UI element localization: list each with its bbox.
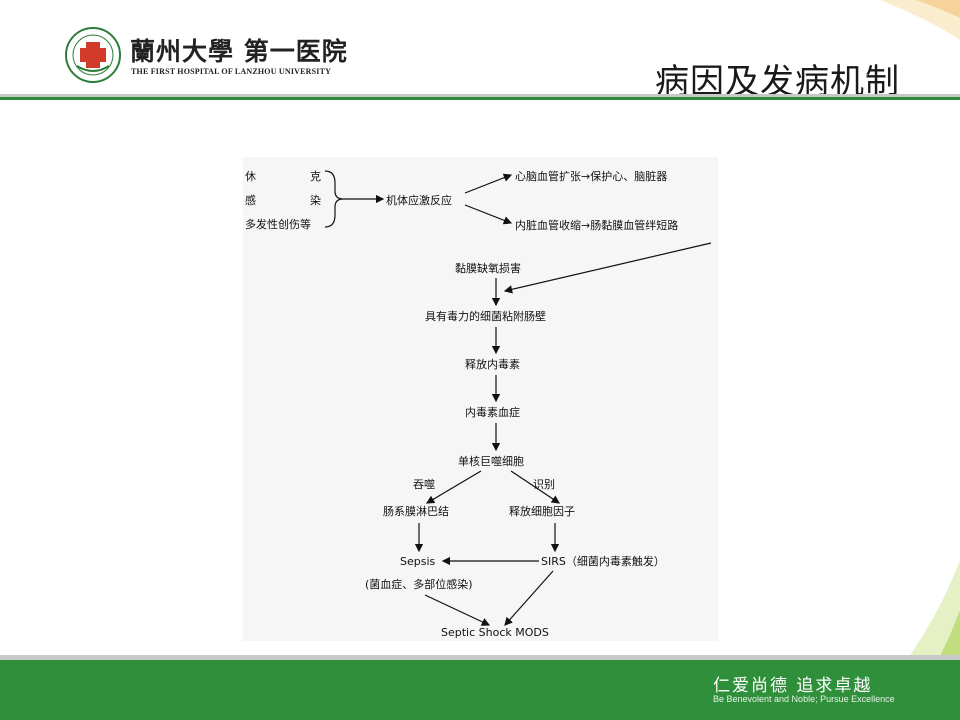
hospital-logo-emblem — [65, 27, 121, 83]
cause-infection-2: 染 — [310, 193, 321, 207]
slide-header: 蘭州大學 第一医院 THE FIRST HOSPITAL OF LANZHOU … — [0, 0, 960, 102]
node-outcome: Septic Shock MODS — [441, 626, 549, 639]
arrow-sepsis-to-outcome — [424, 594, 491, 626]
arrow-sirs-to-outcome — [504, 570, 554, 626]
slide-footer — [0, 660, 960, 720]
node-sepsis: Sepsis — [400, 555, 436, 568]
arrow-to-vasodilation — [464, 173, 513, 194]
arrow-to-mesenteric — [425, 470, 482, 504]
cause-trauma: 多发性创伤等 — [245, 217, 311, 231]
cause-brace — [324, 170, 344, 228]
decorative-corner-shapes — [860, 0, 960, 720]
edge-label-phagocytosis: 吞噬 — [413, 477, 435, 491]
cause-infection-1: 感 — [245, 194, 256, 207]
header-divider-gray — [0, 94, 960, 97]
step-mucosal-hypoxia: 黏膜缺氧损害 — [455, 261, 521, 275]
arrow-to-vasoconstriction — [464, 204, 513, 225]
step-endotoxin-release: 释放内毒素 — [465, 357, 520, 371]
branch-vasoconstriction: 内脏血管收缩→肠黏膜血管绊短路 — [515, 218, 678, 232]
node-mesenteric-lymph: 肠系膜淋巴结 — [383, 505, 449, 518]
edge-label-recognition: 识别 — [533, 478, 555, 491]
pathogenesis-flowchart: 休 克 感 染 多发性创伤等 机体应激反应 心脑血管扩张→保护心、脑脏器 内脏血… — [243, 157, 718, 641]
footer-divider — [0, 655, 960, 660]
stress-response: 机体应激反应 — [386, 193, 452, 207]
motto-cn: 仁爱尚德 追求卓越 — [713, 676, 873, 696]
hospital-name-en: THE FIRST HOSPITAL OF LANZHOU UNIVERSITY — [131, 67, 332, 76]
cause-shock-2: 克 — [310, 170, 321, 183]
step-macrophage: 单核巨噬细胞 — [458, 454, 524, 468]
flowchart-canvas: 休 克 感 染 多发性创伤等 机体应激反应 心脑血管扩张→保护心、脑脏器 内脏血… — [245, 169, 712, 639]
sepsis-note: (菌血症、多部位感染) — [365, 577, 473, 591]
arrow-shunt-to-mucosa — [503, 242, 712, 294]
header-divider-green — [0, 97, 960, 100]
hospital-name-cn: 蘭州大學 第一医院 — [130, 37, 348, 66]
step-bacterial-adhesion: 具有毒力的细菌粘附肠壁 — [425, 309, 546, 323]
cause-shock-1: 休 — [245, 170, 256, 183]
node-sirs: SIRS（细菌内毒素触发） — [541, 554, 665, 568]
motto-en: Be Benevolent and Noble; Pursue Excellen… — [713, 694, 895, 704]
arrow-to-cytokines — [510, 470, 560, 504]
node-cytokine-release: 释放细胞因子 — [509, 504, 575, 518]
step-endotoxemia: 内毒素血症 — [465, 405, 520, 419]
branch-vasodilation: 心脑血管扩张→保护心、脑脏器 — [515, 169, 667, 183]
